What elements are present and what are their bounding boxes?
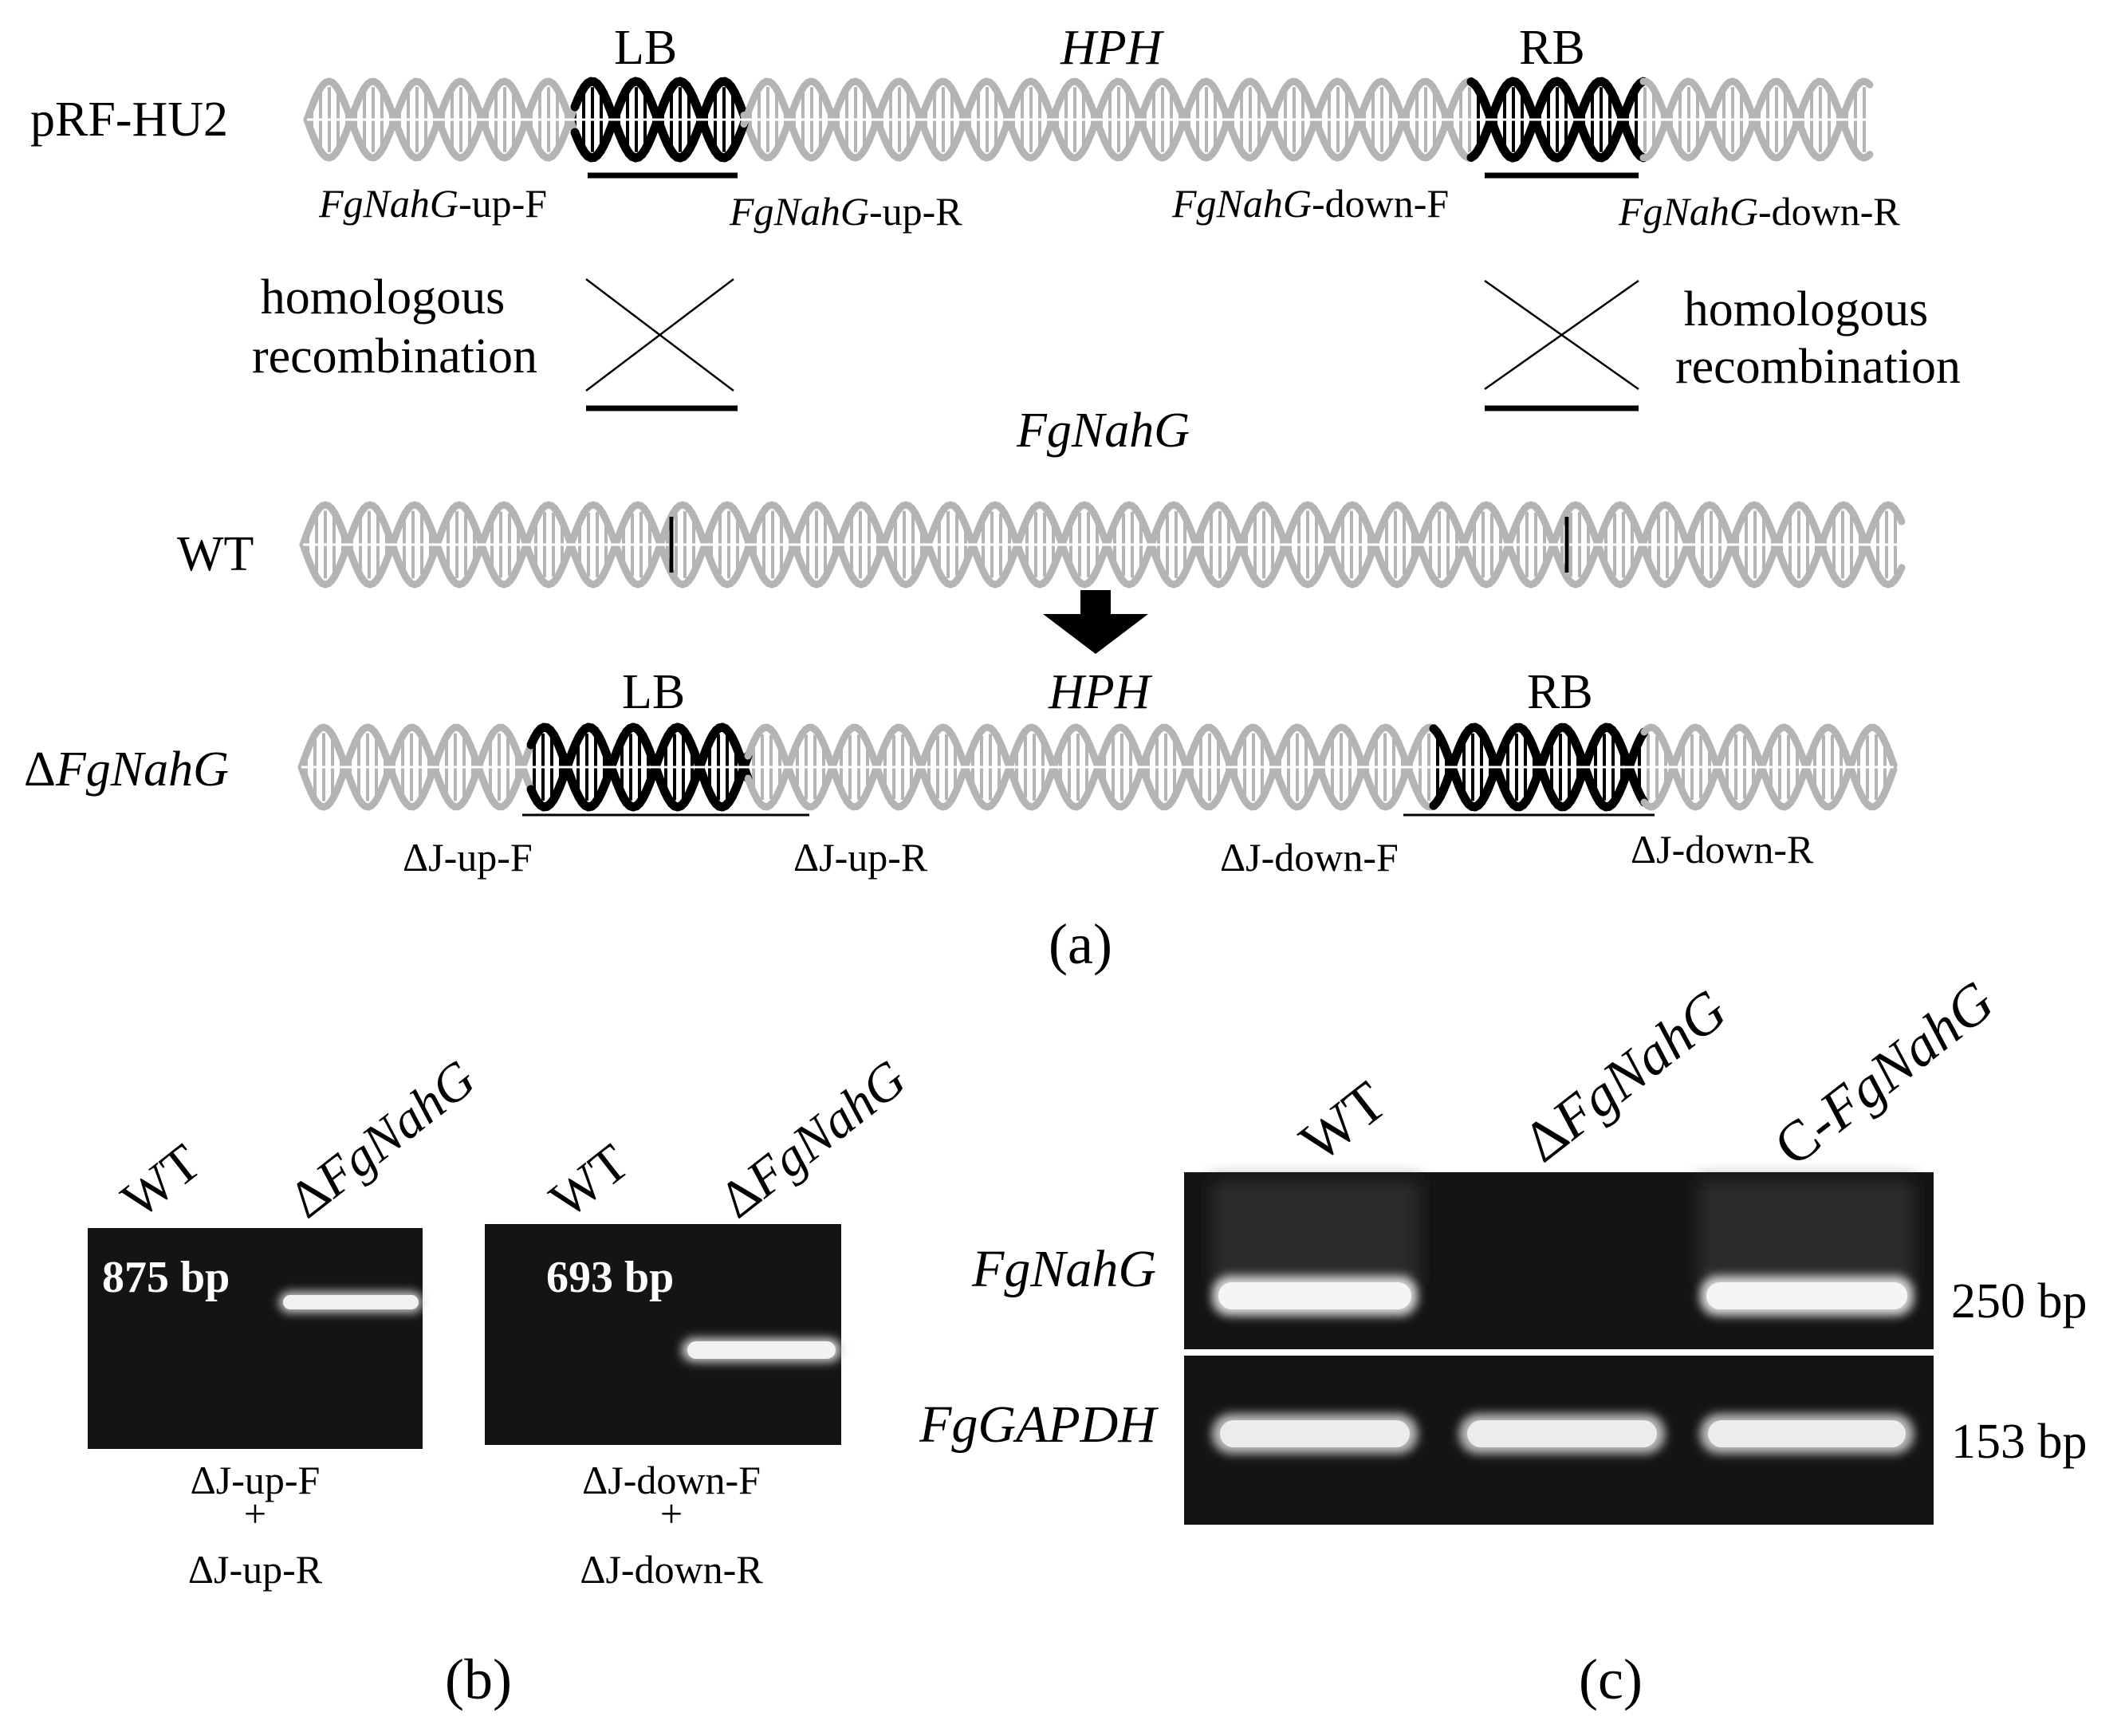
helix-strand-segment	[1889, 766, 1898, 776]
j-up-f-label: ΔJ-up-F	[403, 835, 533, 880]
plasmid-label: pRF-HU2	[30, 93, 228, 147]
gel2-plus: +	[660, 1491, 683, 1536]
helix-strand-segment	[1863, 78, 1874, 89]
gel3-row2-size: 153 bp	[1951, 1415, 2087, 1469]
primer-down-f-label: FgNahG-down-F	[1171, 181, 1449, 226]
gel1-primer2: ΔJ-up-R	[188, 1547, 323, 1592]
lb-label: LB	[614, 21, 677, 75]
gel2-lane-wt-label: WT	[539, 1133, 639, 1230]
gel3-lane-complement-label: C-FgNahG	[1763, 969, 2006, 1179]
mutant-hph-label: HPH	[1048, 665, 1153, 719]
gel3-row2-label: FgGAPDH	[919, 1395, 1159, 1454]
dna-helix-plasmid	[303, 77, 1874, 163]
gel3-row1-label: FgNahG	[971, 1240, 1156, 1298]
mutant-rb-label: RB	[1527, 665, 1593, 719]
gel1-band-875	[283, 1295, 419, 1309]
gel3-c-smear	[1698, 1180, 1914, 1284]
primer-up-r-label: FgNahG-up-R	[729, 189, 962, 234]
gel2-background	[485, 1224, 841, 1445]
caption-a: (a)	[1049, 912, 1112, 976]
gel3-gapdh-band-wt	[1220, 1420, 1410, 1447]
gel1-lane-mutant-label: ΔFgNahG	[278, 1049, 486, 1230]
gel1-primer1: ΔJ-up-F	[191, 1458, 321, 1502]
gel1-background	[88, 1228, 423, 1449]
gel2-primer1: ΔJ-down-F	[582, 1458, 761, 1502]
recombination-right-line2: recombination	[1675, 340, 1961, 394]
recombination-left-line1: homologous	[261, 270, 506, 325]
gel1-size-label: 875 bp	[102, 1253, 230, 1302]
gel3-band-c-250	[1706, 1282, 1907, 1309]
recombination-left-line2: recombination	[252, 329, 537, 384]
caption-c: (c)	[1579, 1647, 1643, 1711]
mutant-lb-label: LB	[622, 665, 685, 719]
panel-c: WT ΔFgNahG C-FgNahG FgNahG FgGAPDH 250 b…	[919, 969, 2087, 1711]
gel2-band-693	[687, 1341, 836, 1359]
rb-label: RB	[1519, 21, 1585, 75]
dna-helix-wildtype	[299, 501, 1906, 589]
hph-label: HPH	[1060, 21, 1165, 75]
gel3-band-wt-250	[1218, 1282, 1411, 1309]
gel3-gapdh-band-c	[1708, 1420, 1906, 1447]
crossover-right-icon	[1484, 279, 1639, 411]
gel1-plus: +	[244, 1491, 266, 1536]
gel2-primer2: ΔJ-down-R	[580, 1547, 763, 1592]
gene-label: FgNahG	[1016, 403, 1190, 458]
gel2-size-label: 693 bp	[546, 1253, 674, 1302]
gel3-lane-wt-label: WT	[1289, 1069, 1398, 1175]
gel2-lane-mutant-label: ΔFgNahG	[709, 1049, 916, 1230]
panel-b: WT ΔFgNahG 875 bp ΔJ-up-F + ΔJ-up-R WT Δ…	[88, 1049, 917, 1711]
primer-down-r-label: FgNahG-down-R	[1618, 189, 1900, 234]
caption-b: (b)	[445, 1647, 512, 1711]
primer-up-f-label: FgNahG-up-F	[318, 181, 547, 226]
panel-a: pRF-HU2 LB HPH RB FgNahG-up-F FgNahG-up-…	[24, 21, 1961, 976]
gel1-lane-wt-label: WT	[111, 1133, 211, 1230]
mutant-label: ΔFgNahG	[24, 742, 229, 797]
gel3-gapdh-band-mutant	[1467, 1420, 1657, 1447]
gel3-lane-mutant-label: ΔFgNahG	[1512, 978, 1738, 1175]
j-down-f-label: ΔJ-down-F	[1220, 835, 1399, 880]
crossover-left-icon	[585, 278, 738, 411]
down-arrow-icon	[1043, 590, 1148, 654]
j-down-r-label: ΔJ-down-R	[1631, 827, 1814, 872]
helix-strand-segment	[1889, 758, 1898, 769]
wt-label: WT	[177, 527, 254, 581]
helix-strand-segment	[1897, 564, 1906, 573]
recombination-right-line1: homologous	[1684, 282, 1929, 337]
j-up-r-label: ΔJ-up-R	[793, 835, 928, 880]
gel3-wt-smear	[1212, 1180, 1419, 1284]
helix-strand-segment	[1863, 151, 1874, 161]
gel3-row1-size: 250 bp	[1951, 1274, 2087, 1329]
helix-strand-segment	[1897, 516, 1906, 526]
dna-helix-mutant	[297, 722, 1898, 812]
